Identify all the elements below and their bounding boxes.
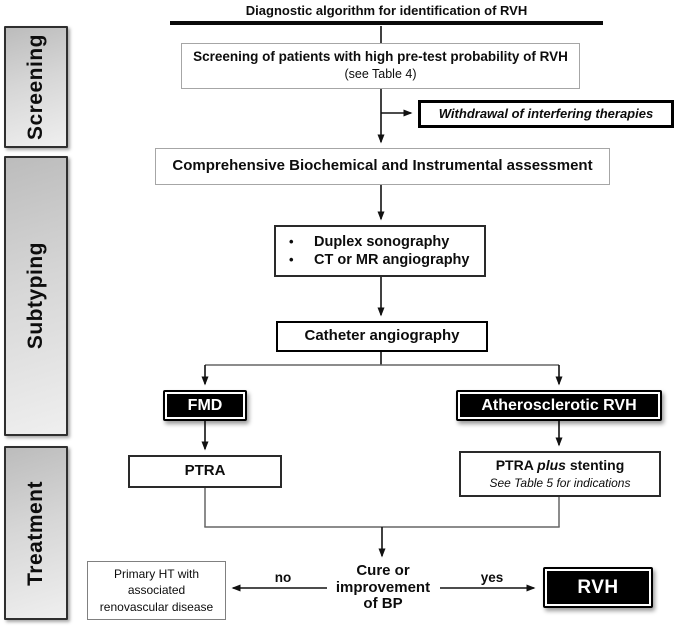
ptra-stenting-word3: stenting	[569, 457, 625, 474]
primary-ht-line3: renovascular disease	[99, 599, 214, 614]
node-catheter-label: Catheter angiography	[304, 327, 460, 345]
node-rvh: RVH	[543, 567, 653, 608]
node-ptra-label: PTRA	[184, 462, 226, 480]
bullet-icon: •	[289, 233, 294, 249]
node-imaging: • Duplex sonography • CT or MR angiograp…	[274, 225, 486, 277]
imaging-bullet-1: • Duplex sonography	[289, 233, 449, 251]
node-ptra-stenting-line1: PTRA plus stenting	[496, 457, 625, 475]
node-primary-ht-label: Primary HT with associated renovascular …	[100, 566, 213, 615]
node-atherosclerotic: Atherosclerotic RVH	[456, 390, 662, 421]
bullet-icon: •	[289, 252, 294, 267]
node-fmd: FMD	[163, 390, 247, 421]
node-cure-decision: Cure or improvement of BP	[327, 561, 439, 613]
ptra-stenting-word2: plus	[537, 457, 566, 474]
imaging-bullet-2: • CT or MR angiography	[289, 251, 469, 269]
cure-line1: Cure or	[356, 561, 410, 579]
node-assessment: Comprehensive Biochemical and Instrument…	[155, 148, 610, 185]
sidebar-label-treatment: Treatment	[24, 480, 47, 586]
node-withdrawal: Withdrawal of interfering therapies	[418, 100, 674, 128]
primary-ht-line1: Primary HT with	[113, 567, 200, 582]
ptra-stenting-word1: PTRA	[495, 457, 534, 474]
edge-label-no: no	[274, 570, 292, 585]
node-ptra: PTRA	[128, 455, 282, 488]
sidebar-label-subtyping: Subtyping	[24, 242, 47, 350]
node-withdrawal-label: Withdrawal of interfering therapies	[438, 105, 654, 121]
primary-ht-line2: associated	[127, 583, 186, 598]
node-screening: Screening of patients with high pre-test…	[181, 43, 580, 89]
edge-label-yes: yes	[480, 570, 504, 585]
cure-line3: of BP	[363, 595, 403, 613]
figure-title: Diagnostic algorithm for identification …	[245, 3, 528, 18]
sidebar-section-treatment: Treatment	[4, 446, 68, 620]
node-catheter: Catheter angiography	[276, 321, 488, 352]
sidebar-section-subtyping: Subtyping	[4, 156, 68, 436]
title-underline	[170, 21, 603, 25]
node-ptra-stenting-line2: See Table 5 for indications	[489, 475, 631, 490]
node-screening-line2: (see Table 4)	[344, 67, 417, 82]
sidebar-section-screening: Screening	[4, 26, 68, 148]
imaging-bullet-2-label: CT or MR angiography	[314, 252, 470, 268]
node-assessment-label: Comprehensive Biochemical and Instrument…	[172, 157, 593, 175]
node-screening-line1: Screening of patients with high pre-test…	[193, 49, 568, 65]
node-primary-ht: Primary HT with associated renovascular …	[87, 561, 226, 620]
node-ptra-stenting: PTRA plus stenting See Table 5 for indic…	[459, 451, 661, 497]
node-rvh-label: RVH	[577, 576, 619, 598]
node-atherosclerotic-label: Atherosclerotic RVH	[481, 396, 637, 414]
node-fmd-label: FMD	[187, 396, 223, 414]
cure-line2: improvement	[335, 578, 431, 596]
imaging-bullet-1-label: Duplex sonography	[314, 233, 450, 250]
sidebar-label-screening: Screening	[24, 33, 47, 141]
